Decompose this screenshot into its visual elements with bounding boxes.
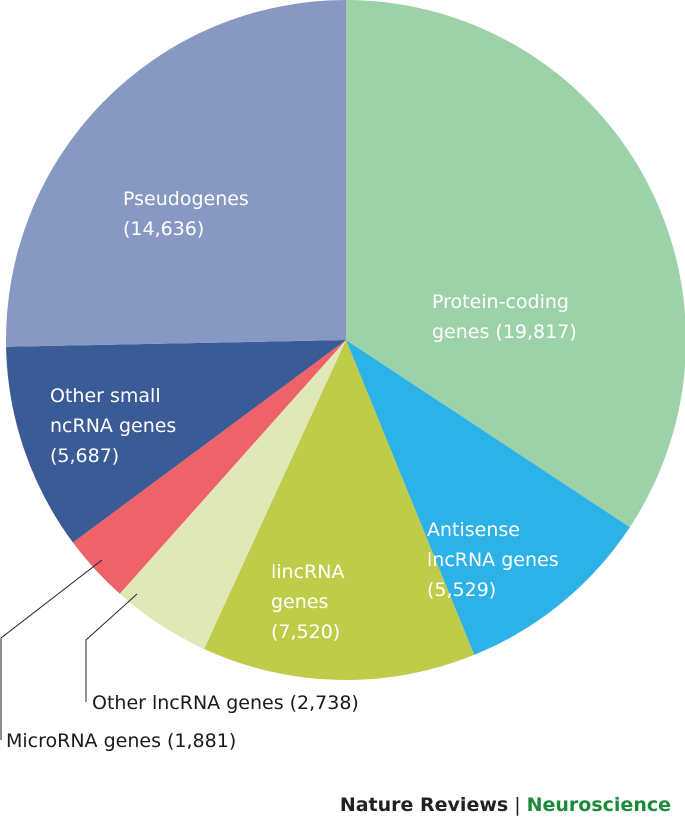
slice-label-2: lincRNA genes (7,520): [271, 561, 344, 643]
slice-label-3: Other lncRNA genes (2,738): [92, 692, 359, 714]
slice-label-line: Other small: [50, 385, 161, 407]
credit-separator: |: [514, 794, 521, 816]
slice-label-line: (5,687): [50, 445, 119, 467]
slice-label-line: Antisense: [427, 519, 520, 541]
slice-label-line: lncRNA genes: [427, 549, 559, 571]
credit-journal: Nature Reviews: [339, 794, 509, 816]
slice-label-line: MicroRNA genes (1,881): [6, 730, 236, 752]
slice-label-line: (14,636): [123, 218, 204, 240]
slice-label-line: (5,529): [427, 579, 496, 601]
figure-credit: Nature Reviews|Neuroscience: [340, 794, 671, 816]
callout-leader-3: [85, 593, 138, 702]
slice-label-line: Other lncRNA genes (2,738): [92, 692, 359, 714]
pie-slice-5: [6, 340, 346, 543]
slice-label-line: ncRNA genes: [50, 415, 176, 437]
pie-slice-1: [346, 340, 630, 655]
slice-label-5: Other small ncRNA genes (5,687): [50, 385, 176, 467]
pie-slices: [5, 0, 685, 680]
callout-leaders: [0, 559, 138, 740]
slice-label-4: MicroRNA genes (1,881): [6, 730, 236, 752]
credit-subject: Neuroscience: [526, 794, 671, 816]
pie-slice-4: [72, 340, 347, 594]
slice-label-line: lincRNA: [271, 561, 344, 583]
pie-slice-3: [119, 340, 347, 649]
callout-leader-4: [0, 559, 103, 740]
pie-slice-2: [204, 340, 475, 680]
slice-label-line: (7,520): [271, 621, 340, 643]
slice-label-line: genes (19,817): [432, 321, 577, 343]
slice-label-6: Pseudogenes (14,636): [123, 188, 249, 240]
slice-label-line: genes: [271, 591, 328, 613]
slice-label-line: Protein-coding: [432, 291, 569, 313]
slice-label-0: Protein-coding genes (19,817): [432, 291, 577, 343]
pie-slice-6: [5, 0, 346, 347]
slice-label-line: Pseudogenes: [123, 188, 249, 210]
slice-label-1: Antisense lncRNA genes (5,529): [427, 519, 559, 601]
pie-slice-0: [346, 0, 685, 528]
slice-labels: Protein-coding genes (19,817) Antisense lnc…: [6, 188, 577, 752]
